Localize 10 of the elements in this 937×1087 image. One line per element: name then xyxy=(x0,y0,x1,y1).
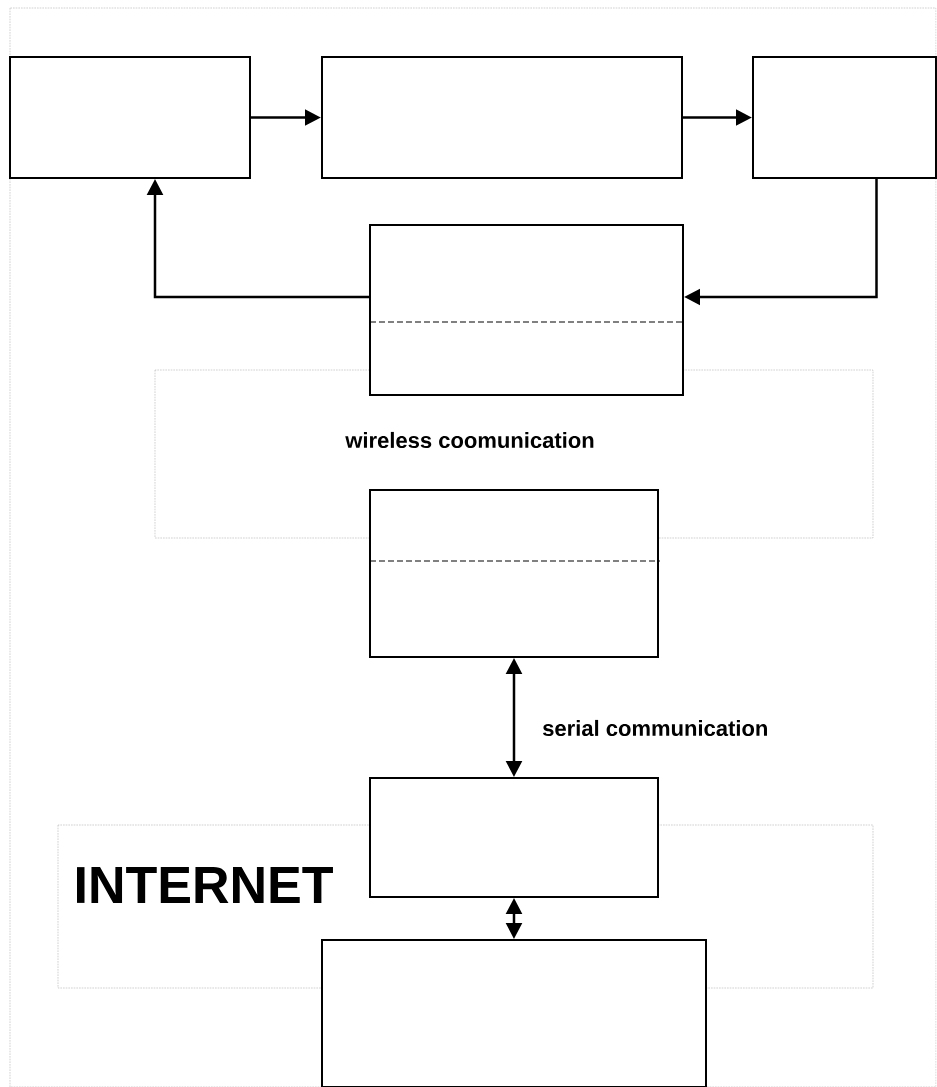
empty-box xyxy=(369,489,659,658)
empty-box xyxy=(752,56,937,179)
empty-box xyxy=(321,56,683,179)
edge-label: serial communication xyxy=(540,717,771,739)
empty-box xyxy=(321,939,707,1087)
region-label: wireless coomunication xyxy=(345,431,594,449)
empty-box xyxy=(9,56,251,179)
empty-box xyxy=(369,224,684,396)
region-label: INTERNET xyxy=(77,867,333,903)
empty-box xyxy=(369,777,659,898)
